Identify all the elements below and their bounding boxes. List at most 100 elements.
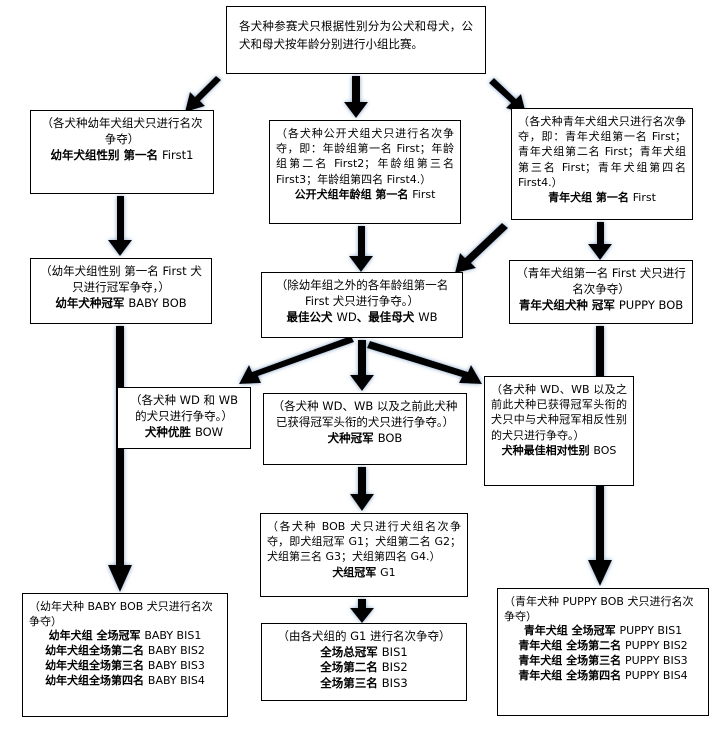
box-g1: （各犬种 BOB 犬只进行犬组名次争夺，即犬组冠军 G1；犬组第二名 G2；犬组…	[260, 513, 468, 597]
box-puppy-bis-line: 青年犬组 全场第三名 PUPPY BIS3	[504, 654, 702, 669]
box-baby-bis: （幼年犬种 BABY BOB 犬只进行名次争夺） 幼年犬组 全场冠军 BABY …	[22, 593, 228, 717]
box-baby-bis-label-3: 幼年犬组全场第三名	[45, 659, 148, 673]
box-puppy-first-note: （各犬种青年犬组犬只进行名次争夺，即：青年犬组第一名 First；青年犬组第二名…	[518, 115, 686, 189]
box-baby-bis-label-1: 幼年犬组 全场冠军	[48, 629, 145, 643]
box-baby-bis-line: 幼年犬组全场第三名 BABY BIS3	[29, 659, 221, 674]
box-baby-bob-note: （幼年犬组性别 第一名 First 犬只进行冠军争夺，）	[40, 264, 202, 294]
box-baby-bis-line: 幼年犬组全场第二名 BABY BIS2	[29, 644, 221, 659]
box-bos-code: BOS	[593, 443, 617, 457]
box-puppy-bis-label-3: 青年犬组 全场第三名	[518, 654, 625, 668]
box-g1-code: G1	[380, 565, 396, 579]
box-puppy-first-code: First	[632, 190, 656, 204]
box-puppy-bis-note: （青年犬种 PUPPY BOB 犬只进行名次争夺）	[504, 595, 694, 624]
arrow-openfirst-to-wdwb	[349, 226, 373, 272]
box-title-grouping: 各犬种参赛犬只根据性别分为公犬和母犬，公犬和母犬按年龄分别进行小组比赛。	[226, 6, 486, 74]
box-baby-bis-note: （幼年犬种 BABY BOB 犬只进行名次争夺）	[29, 600, 213, 629]
box-bis-code-1: BIS1	[381, 644, 408, 659]
box-puppy-first-result-label: 青年犬组 第一名	[548, 190, 633, 204]
box-baby-bis-line: 幼年犬组 全场冠军 BABY BIS1	[29, 629, 221, 644]
box-puppy-bis-code-2: PUPPY BIS2	[624, 639, 688, 653]
box-open-first-result-label: 公开犬组年龄组 第一名	[294, 187, 413, 201]
box-bos: （各犬种 WD、WB 以及之前此犬种已获得冠军头衔的犬只中与犬种冠军相反性别的犬…	[484, 376, 634, 486]
box-bis-note: （由各犬组的 G1 进行名次争夺）	[277, 629, 451, 643]
arrow-top-to-open	[344, 76, 368, 118]
box-puppy-bis-code-1: PUPPY BIS1	[619, 624, 683, 638]
arrow-g1-to-bis	[350, 599, 374, 623]
box-bis-label-1: 全场总冠军	[320, 644, 382, 659]
box-baby-first-code: First1	[161, 147, 194, 162]
box-puppy-bis: （青年犬种 PUPPY BOB 犬只进行名次争夺） 青年犬组 全场冠军 PUPP…	[497, 588, 709, 716]
arrow-puppyfirst-to-wdwb	[455, 223, 508, 273]
box-bis-code-2: BIS2	[381, 660, 408, 675]
box-title-note: 各犬种参赛犬只根据性别分为公犬和母犬，公犬和母犬按年龄分别进行小组比赛。	[239, 19, 473, 52]
arrow-wdwb-to-bob	[350, 340, 374, 391]
box-bis-line: 全场总冠军 BIS1	[268, 645, 460, 661]
box-puppy-bob-result-label: 青年犬组犬种 冠军	[518, 297, 619, 312]
box-wd-wb: （除幼年组之外的各年龄组第一名 First 犬只进行争夺。） 最佳公犬 WD、最…	[261, 272, 463, 338]
box-bob-result: 犬种冠军 BOB	[270, 431, 460, 447]
arrow-babybob-to-babybis	[108, 326, 132, 592]
box-wb-label: 最佳母犬	[368, 309, 419, 324]
box-puppy-bob-result: 青年犬组犬种 冠军 PUPPY BOB	[516, 298, 686, 314]
box-wd-label: 最佳公犬	[286, 309, 337, 324]
box-bis-code-3: BIS3	[381, 675, 408, 690]
box-puppy-bis-line: 青年犬组 全场第二名 PUPPY BIS2	[504, 639, 702, 654]
box-wb-code: WB	[418, 309, 438, 324]
box-g1-note: （各犬种 BOB 犬只进行犬组名次争夺，即犬组冠军 G1；犬组第二名 G2；犬组…	[267, 520, 461, 564]
box-baby-bis-label-2: 幼年犬组全场第二名	[45, 644, 148, 658]
box-bos-result: 犬种最佳相对性别 BOS	[491, 443, 627, 458]
box-bos-note: （各犬种 WD、WB 以及之前此犬种已获得冠军头衔的犬只中与犬种冠军相反性别的犬…	[491, 383, 627, 442]
box-bow-result: 犬种优胜 BOW	[124, 425, 244, 441]
box-bis: （由各犬组的 G1 进行名次争夺） 全场总冠军 BIS1 全场第二名 BIS2 …	[261, 623, 467, 701]
box-wd-wb-note: （除幼年组之外的各年龄组第一名 First 犬只进行争夺。）	[275, 278, 449, 308]
arrow-wdwb-to-bos	[367, 341, 482, 384]
box-puppy-bis-label-4: 青年犬组 全场第四名	[518, 668, 625, 682]
box-open-first-code: First	[412, 187, 436, 201]
box-bis-label-2: 全场第二名	[320, 660, 382, 675]
box-baby-bis-code-3: BABY BIS3	[147, 659, 205, 673]
box-bis-label-3: 全场第三名	[320, 675, 382, 690]
box-wd-wb-separator: 、	[356, 309, 369, 324]
box-bob-note: （各犬种 WD、WB 以及之前此犬种已获得冠军头衔的犬只进行争夺。）	[272, 399, 458, 429]
box-baby-first: （各犬种幼年犬组犬只进行名次争夺） 幼年犬组性别 第一名 First1	[30, 110, 214, 194]
box-puppy-bob-code: PUPPY BOB	[618, 297, 684, 312]
arrow-bob-to-g1	[350, 467, 374, 511]
box-bos-result-label: 犬种最佳相对性别	[501, 443, 594, 457]
box-puppy-bis-code-3: PUPPY BIS3	[624, 654, 688, 668]
box-puppy-bis-line: 青年犬组 全场冠军 PUPPY BIS1	[504, 624, 702, 639]
box-bis-line: 全场第二名 BIS2	[268, 660, 460, 676]
box-baby-bis-code-4: BABY BIS4	[147, 673, 205, 687]
box-puppy-bis-label-2: 青年犬组 全场第二名	[518, 639, 625, 653]
box-open-first-result: 公开犬组年龄组 第一名 First	[276, 187, 454, 202]
box-baby-bob: （幼年犬组性别 第一名 First 犬只进行冠军争夺，） 幼年犬种冠军 BABY…	[30, 258, 212, 324]
box-puppy-bis-label-1: 青年犬组 全场冠军	[523, 624, 620, 638]
box-puppy-bob-note: （青年犬组第一名 First 犬只进行名次争夺）	[516, 266, 686, 296]
box-baby-bis-code-2: BABY BIS2	[147, 644, 205, 658]
box-g1-result-label: 犬组冠军	[332, 565, 381, 579]
box-baby-bob-code: BABY BOB	[128, 295, 187, 310]
box-bob-code: BOB	[377, 430, 403, 445]
arrow-babyfirst-to-babybob	[108, 196, 132, 256]
arrow-top-to-baby	[185, 76, 221, 112]
arrow-puppyfirst-to-puppybob	[588, 222, 612, 260]
box-open-first-note: （各犬种公开犬组犬只进行名次争夺，即：年龄组第一名 First；年龄组第二名 F…	[276, 127, 454, 186]
box-baby-bis-line: 幼年犬组全场第四名 BABY BIS4	[29, 674, 221, 689]
box-baby-bis-code-1: BABY BIS1	[144, 629, 202, 643]
box-puppy-bob: （青年犬组第一名 First 犬只进行名次争夺） 青年犬组犬种 冠军 PUPPY…	[509, 260, 693, 324]
box-baby-bob-result-label: 幼年犬种冠军	[55, 295, 129, 310]
box-open-first: （各犬种公开犬组犬只进行名次争夺，即：年龄组第一名 First；年龄组第二名 F…	[269, 120, 461, 224]
box-bis-line: 全场第三名 BIS3	[268, 676, 460, 692]
box-baby-first-result-label: 幼年犬组性别 第一名	[50, 147, 162, 162]
box-puppy-bis-code-4: PUPPY BIS4	[624, 668, 688, 682]
box-bow-note: （各犬种 WD 和 WB 的犬只进行争夺。）	[130, 393, 238, 423]
box-baby-bob-result: 幼年犬种冠军 BABY BOB	[37, 296, 205, 312]
box-puppy-first: （各犬种青年犬组犬只进行名次争夺，即：青年犬组第一名 First；青年犬组第二名…	[511, 108, 693, 220]
box-bow-code: BOW	[194, 424, 224, 439]
box-bob: （各犬种 WD、WB 以及之前此犬种已获得冠军头衔的犬只进行争夺。） 犬种冠军 …	[263, 393, 467, 465]
box-bow: （各犬种 WD 和 WB 的犬只进行争夺。） 犬种优胜 BOW	[117, 387, 251, 449]
box-baby-first-result: 幼年犬组性别 第一名 First1	[37, 148, 207, 164]
box-wd-wb-result: 最佳公犬 WD、最佳母犬 WB	[268, 310, 456, 326]
box-baby-first-note: （各犬种幼年犬组犬只进行名次争夺）	[41, 116, 203, 146]
box-bob-result-label: 犬种冠军	[327, 430, 378, 445]
